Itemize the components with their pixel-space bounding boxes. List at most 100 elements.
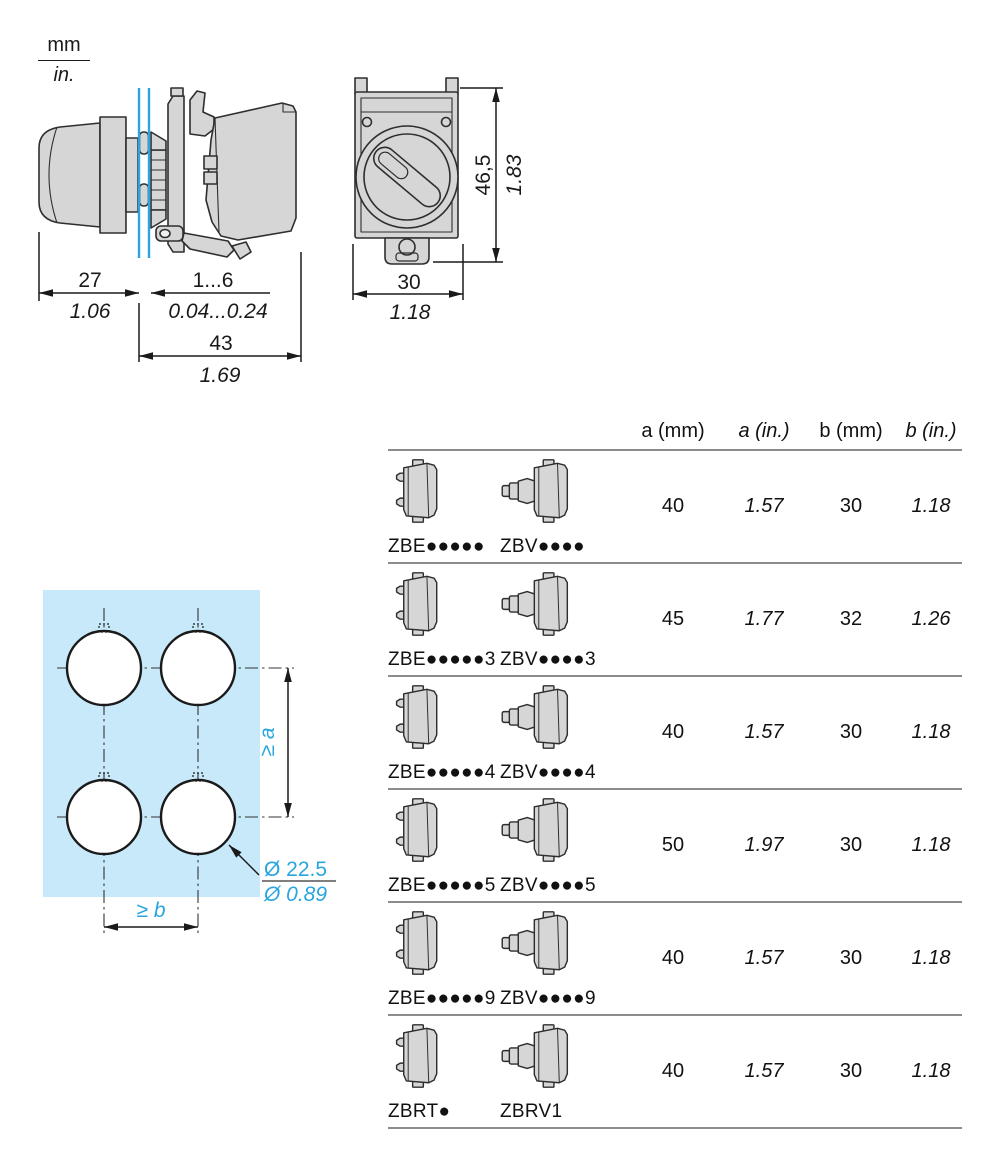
product-ref-1: ZBRT● [388, 1101, 451, 1122]
contact-block-image [395, 572, 438, 636]
b-in-value: 1.18 [911, 1060, 951, 1082]
b-mm-value: 30 [839, 495, 863, 517]
selector-switch-front-parts [354, 77, 459, 265]
product-ref-1: ZBE●●●●●9 [388, 988, 496, 1009]
a-in-value: 1.57 [744, 947, 784, 969]
b-mm-value: 30 [839, 1060, 863, 1082]
a-in-value: 1.97 [744, 834, 784, 856]
unit-metric: mm [38, 34, 90, 61]
a-mm-value: 40 [661, 1060, 685, 1082]
dimensions-table: a (mm) a (in.) b (mm) b (in.) ZBE●●●●●ZB… [388, 405, 962, 1129]
cutout-holes [65, 629, 237, 856]
b-mm-value: 30 [839, 947, 863, 969]
light-block-image [501, 1024, 569, 1088]
light-block-image [501, 685, 569, 749]
side-view-drawing: 27 1.06 1...6 0.04...0.24 43 1.69 [38, 87, 302, 387]
b-in-value: 1.26 [911, 608, 951, 630]
cutout-dimension-lines [104, 668, 336, 931]
contact-block-image [395, 798, 438, 862]
spacing-b-label: ≥ b [136, 899, 165, 922]
a-in-value: 1.57 [744, 1060, 784, 1082]
product-ref-2: ZBV●●●●5 [500, 875, 596, 896]
header-a-in: a (in.) [738, 420, 790, 442]
product-ref-2: ZBV●●●●3 [500, 649, 596, 670]
b-in-value: 1.18 [911, 721, 951, 743]
header-a-mm: a (mm) [641, 420, 705, 442]
product-ref-1: ZBE●●●●●5 [388, 875, 496, 896]
contact-block-image [395, 1024, 438, 1088]
b-mm-value: 30 [839, 721, 863, 743]
dim-height-in: 1.83 [503, 154, 526, 195]
light-block-image [501, 911, 569, 975]
a-mm-value: 40 [661, 495, 685, 517]
selector-handle [372, 146, 442, 208]
dim-43-in: 1.69 [200, 364, 241, 387]
front-view-drawing: 46,5 1.83 30 1.18 [352, 77, 526, 324]
dim-height-mm: 46,5 [472, 155, 495, 196]
panel-section-lines [137, 88, 151, 258]
front-dimension-lines [352, 87, 503, 300]
product-images-cell: ZBRT● ZBRV1 [388, 1016, 620, 1127]
dim-width-in: 1.18 [390, 301, 431, 324]
contact-block-image [395, 911, 438, 975]
diameter-in-label: Ø 0.89 [263, 883, 327, 906]
dim-27-mm: 27 [78, 269, 101, 292]
table-row: ZBE●●●●● ZBV●●●● 40 1.57 30 1.18 [388, 451, 962, 564]
b-in-value: 1.18 [911, 495, 951, 517]
bezel-shape [125, 137, 139, 213]
anti-rotation-notches [98, 623, 204, 782]
panel-cutout-drawing: ≥ a ≥ b Ø 22.5 Ø 0.89 [43, 590, 336, 936]
b-in-value: 1.18 [911, 947, 951, 969]
selector-switch-side-parts [38, 87, 297, 260]
light-block-image [501, 572, 569, 636]
unit-imperial: in. [53, 64, 75, 86]
b-in-value: 1.18 [911, 834, 951, 856]
product-ref-1: ZBE●●●●● [388, 536, 485, 557]
table-row: ZBRT● ZBRV1 40 1.57 30 1.18 [388, 1016, 962, 1129]
knob-shape [38, 122, 101, 228]
collar-shape [99, 116, 127, 234]
light-block-image [501, 798, 569, 862]
product-ref-2: ZBV●●●●9 [500, 988, 596, 1009]
light-block-image [501, 459, 569, 523]
a-in-value: 1.57 [744, 721, 784, 743]
panel-surface [43, 590, 260, 897]
a-mm-value: 45 [661, 608, 685, 630]
dim-27-in: 1.06 [70, 300, 111, 323]
product-ref-1: ZBE●●●●●3 [388, 649, 496, 670]
a-mm-value: 40 [661, 721, 685, 743]
product-images-cell: ZBE●●●●● ZBV●●●● [388, 451, 620, 562]
a-in-value: 1.77 [744, 608, 784, 630]
a-in-value: 1.57 [744, 495, 784, 517]
product-ref-1: ZBE●●●●●4 [388, 762, 496, 783]
contact-block-image [395, 459, 438, 523]
units-label: mm in. [38, 34, 90, 87]
contact-block-body [205, 102, 297, 241]
side-dimension-lines [38, 232, 302, 362]
dim-43-mm: 43 [209, 332, 232, 355]
b-mm-value: 30 [839, 834, 863, 856]
a-mm-value: 50 [661, 834, 685, 856]
table-header-row: a (mm) a (in.) b (mm) b (in.) [388, 405, 962, 451]
header-b-in: b (in.) [905, 420, 957, 442]
b-mm-value: 32 [839, 608, 863, 630]
contact-block-image [395, 685, 438, 749]
dim-panel-in: 0.04...0.24 [168, 300, 267, 323]
product-ref-2: ZBRV1 [500, 1101, 563, 1122]
product-ref-2: ZBV●●●●4 [500, 762, 596, 783]
product-ref-2: ZBV●●●● [500, 536, 585, 557]
spacing-a-label: ≥ a [256, 727, 279, 756]
header-b-mm: b (mm) [819, 420, 883, 442]
diameter-mm-label: Ø 22.5 [264, 858, 327, 881]
dim-width-mm: 30 [397, 271, 420, 294]
